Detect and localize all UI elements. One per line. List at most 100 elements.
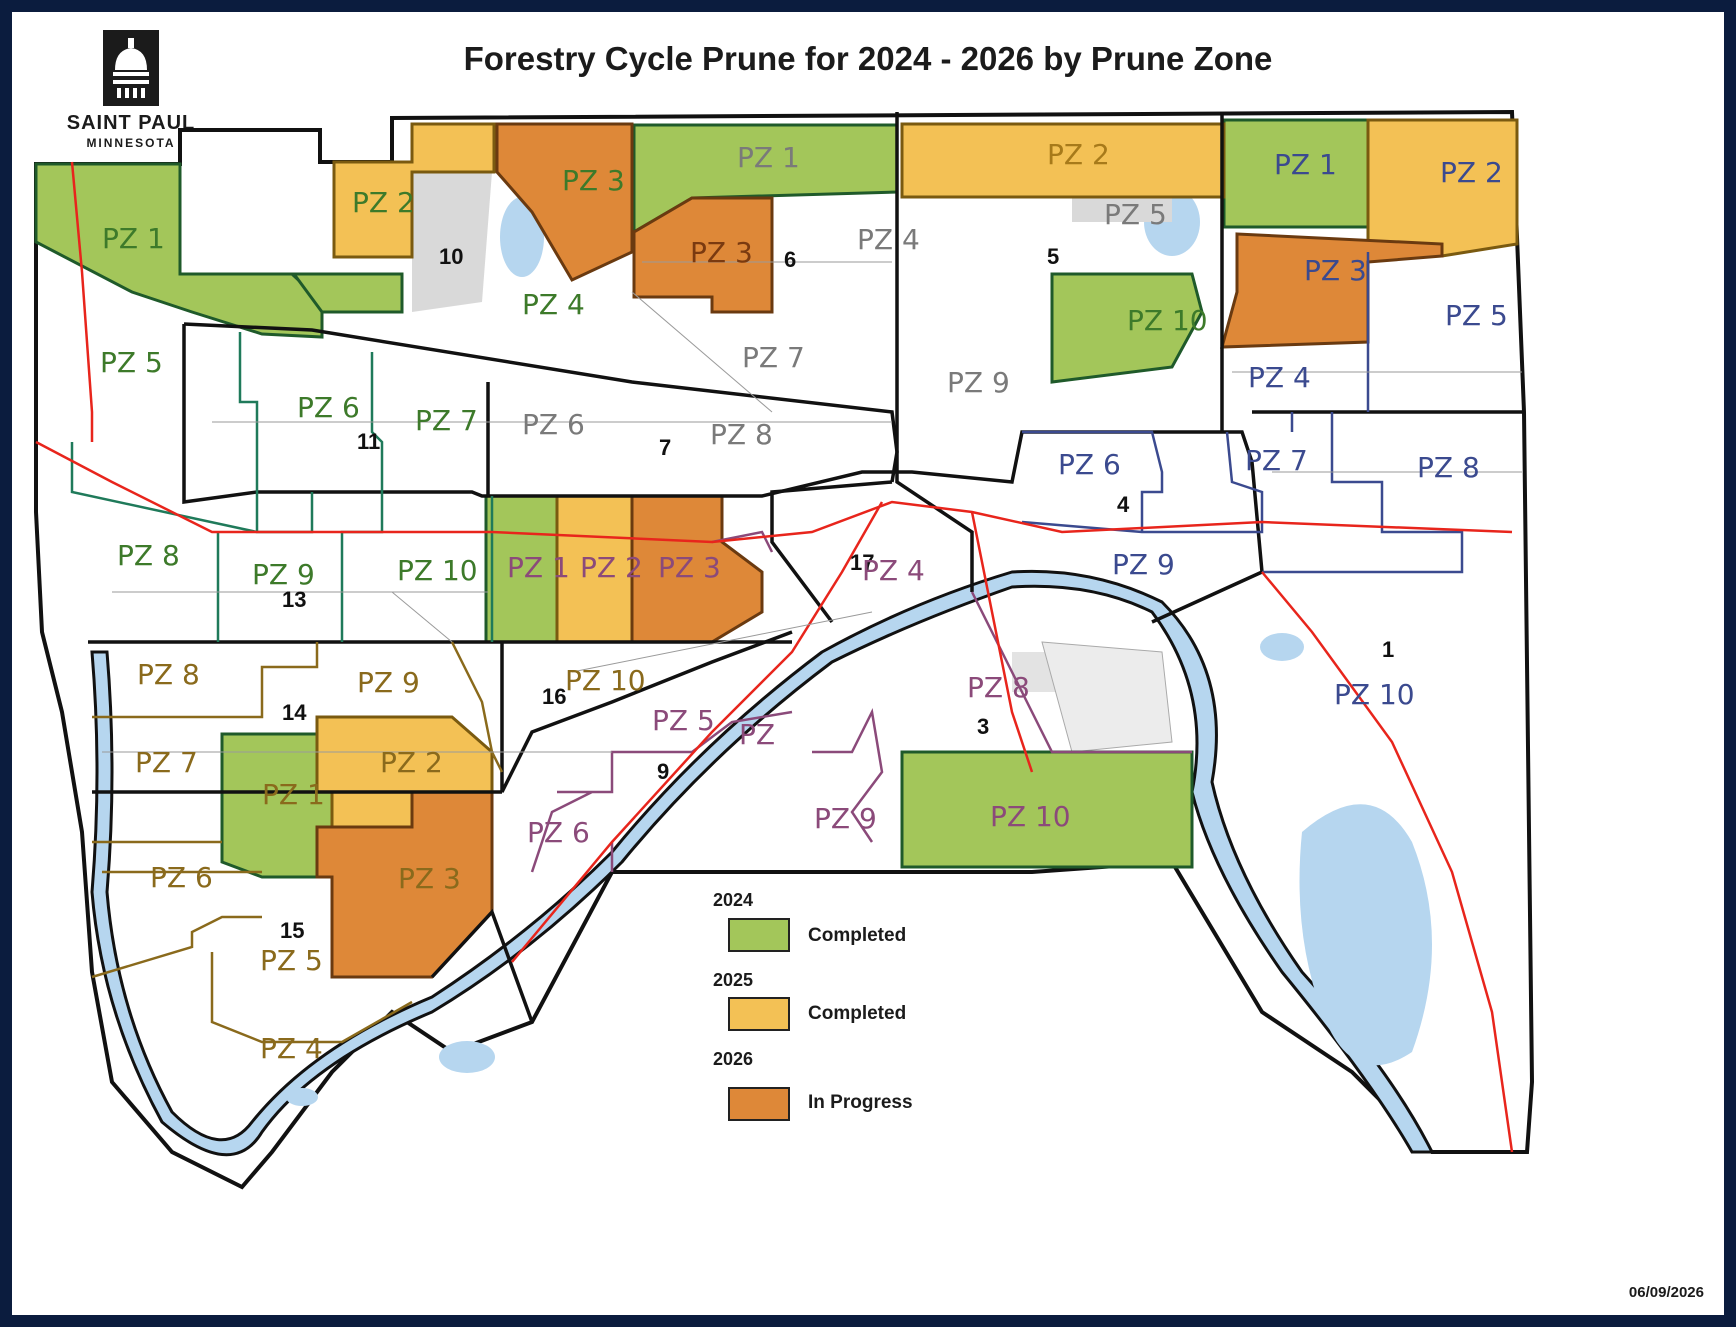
district-label: 16 [542, 684, 566, 709]
zone-label: PZ 9 [1112, 548, 1175, 581]
zone-label: PZ 1 [737, 141, 800, 174]
highway-35e [70, 161, 94, 442]
zone-label: PZ 2 [580, 551, 643, 584]
zone-boundary-green [70, 332, 494, 642]
highway-52 [970, 511, 1034, 773]
district-label: 1 [1382, 637, 1394, 662]
zone-label: PZ 10 [397, 554, 478, 587]
crosby-lake [439, 1041, 495, 1073]
zone-2024 [1050, 272, 1204, 384]
legend-label-2026: In Progress [808, 1092, 913, 1113]
zone-label: PZ 2 [380, 746, 443, 779]
district-label: 15 [280, 918, 304, 943]
zone-label: PZ 4 [260, 1032, 323, 1065]
zone-label: PZ 9 [947, 366, 1010, 399]
zone-label: PZ 5 [652, 704, 715, 737]
zone-2024 [291, 272, 404, 314]
pond-east [1260, 633, 1304, 661]
zone-label: PZ 7 [742, 341, 805, 374]
district-boundary [770, 480, 893, 624]
zone-label: PZ 7 [135, 746, 198, 779]
district-boundary [500, 630, 793, 793]
legend-swatch-2026 [728, 1087, 790, 1121]
zone-label: PZ 7 [415, 404, 478, 437]
zone-boundary-purple [530, 530, 1192, 873]
zone-label: PZ 3 [1304, 254, 1367, 287]
district-label: 10 [439, 244, 463, 269]
zone-label: PZ 3 [398, 862, 461, 895]
district-label: 7 [659, 435, 671, 460]
zone-label: PZ 5 [100, 346, 163, 379]
zone-label: PZ 1 [262, 778, 325, 811]
zone-label: PZ 6 [297, 391, 360, 424]
zone-boundary-blue [1021, 252, 1464, 574]
zone-label: PZ 9 [814, 802, 877, 835]
district-label: 6 [784, 247, 796, 272]
district-label: 11 [357, 429, 380, 454]
zone-label: PZ 10 [1127, 304, 1208, 337]
zone-label: PZ 2 [352, 186, 415, 219]
map-frame: SAINT PAUL MINNESOTA Forestry Cycle Prun… [12, 12, 1724, 1315]
zone-label: PZ 2 [1440, 156, 1503, 189]
zone-2026 [632, 196, 774, 314]
zone-2025 [330, 790, 414, 829]
zone-label: PZ 6 [527, 816, 590, 849]
legend-year-2026: 2026 [713, 1049, 754, 1069]
zone-label: PZ 1 [1274, 148, 1337, 181]
zone-label: PZ 6 [150, 861, 213, 894]
street [571, 611, 873, 673]
map-date: 06/09/2026 [1628, 1284, 1704, 1301]
zone-label: PZ 8 [710, 418, 773, 451]
zone-label: PZ 4 [862, 554, 925, 587]
zone-label: PZ 4 [1248, 361, 1311, 394]
zone-label: PZ 4 [522, 288, 585, 321]
zone-2025 [332, 122, 496, 259]
zone-label: PZ 10 [1334, 678, 1415, 711]
district-label: 17 [850, 550, 874, 575]
highway-61 [1261, 571, 1514, 1153]
zone-label: PZ 3 [562, 164, 625, 197]
zone-2026 [495, 122, 634, 282]
zone-label: PZ 4 [857, 223, 920, 256]
zone-label: PZ 5 [1104, 198, 1167, 231]
zone-label: PZ 3 [690, 236, 753, 269]
zone-2025 [1366, 118, 1519, 258]
zone-label: PZ 1 [102, 222, 165, 255]
zone-label: PZ 10 [990, 800, 1071, 833]
street [631, 291, 773, 413]
district-label: 13 [282, 587, 306, 612]
zone-label: PZ 7 [1245, 444, 1308, 477]
legend-label-2024: Completed [808, 925, 907, 946]
district-label: 4 [1117, 492, 1130, 517]
district-label: 5 [1047, 244, 1059, 269]
zone-label: PZ 5 [260, 944, 323, 977]
zone-label: PZ 3 [658, 551, 721, 584]
zone-2024 [632, 123, 899, 235]
park-area [412, 162, 492, 312]
logo-city: SAINT PAUL [66, 112, 196, 134]
zone-2024 [220, 732, 334, 879]
city-logo: SAINT PAUL MINNESOTA [46, 30, 216, 160]
zone-label: PZ 8 [1417, 451, 1480, 484]
zone-2024 [34, 162, 324, 339]
zone-label: PZ 1 [507, 551, 570, 584]
district-boundary [430, 908, 534, 1023]
district-boundary [182, 324, 1264, 624]
district-label: 9 [657, 759, 669, 784]
zone-label: PZ 8 [117, 539, 180, 572]
zone-2025 [900, 122, 1226, 199]
zone-label: PZ 5 [1445, 299, 1508, 332]
zone-label: PZ 6 [522, 408, 585, 441]
zone-boundary-brown [91, 641, 504, 1044]
zone-label: PZ 6 [1058, 448, 1121, 481]
zone-label: PZ 8 [967, 671, 1030, 704]
legend-swatch-2025 [728, 997, 790, 1031]
airport-area [1041, 641, 1173, 753]
street [391, 591, 453, 643]
zone-label: PZ 2 [1047, 138, 1110, 171]
highway-94 [35, 440, 1513, 544]
legend-year-2025: 2025 [713, 970, 754, 990]
district-label: 14 [282, 700, 307, 725]
zone-label: PZ 10 [565, 664, 646, 697]
district-label: 3 [977, 714, 989, 739]
